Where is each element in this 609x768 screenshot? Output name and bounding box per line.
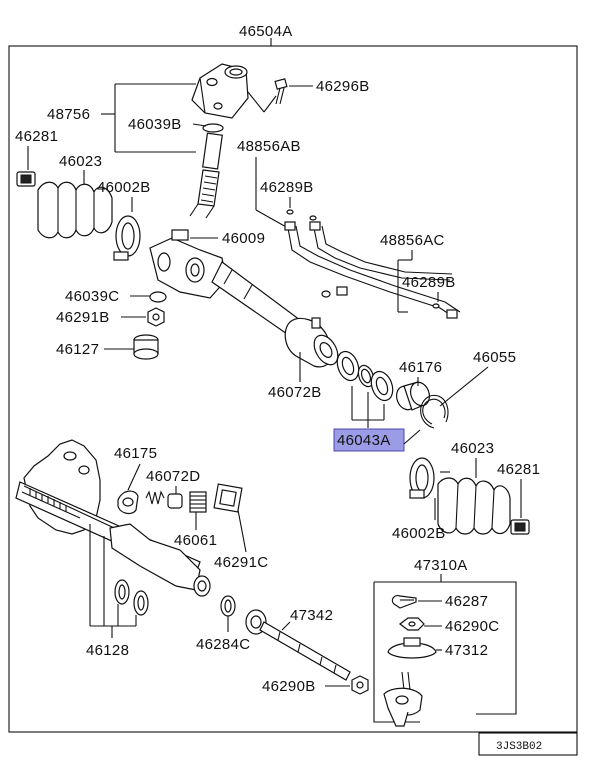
rack-assembly xyxy=(15,439,211,597)
rings-46128 xyxy=(114,579,149,616)
pinion-shaft xyxy=(189,123,224,219)
label-46281-right[interactable]: 46281 xyxy=(497,461,540,478)
plug-46127 xyxy=(133,334,159,360)
locknut-46061 xyxy=(189,491,207,513)
label-48856ac[interactable]: 48856AC xyxy=(380,232,445,249)
label-46289b-top[interactable]: 46289B xyxy=(260,179,314,196)
label-46289b-right[interactable]: 46289B xyxy=(402,274,456,291)
nut-46291b xyxy=(147,307,165,327)
band-46002b-left xyxy=(113,215,141,261)
highlight-46043a xyxy=(333,428,405,452)
cotter-pin-46287 xyxy=(391,595,417,609)
label-46296b[interactable]: 46296B xyxy=(316,78,370,95)
cylinder-end xyxy=(284,317,339,368)
label-48856ab[interactable]: 48856AB xyxy=(237,138,301,155)
clip-46281-right xyxy=(510,519,530,535)
label-47312[interactable]: 47312 xyxy=(445,642,488,659)
label-46055[interactable]: 46055 xyxy=(473,349,516,366)
label-46023-left[interactable]: 46023 xyxy=(59,153,102,170)
label-46127[interactable]: 46127 xyxy=(56,341,99,358)
castle-nut-46290c xyxy=(399,617,425,631)
label-46072d[interactable]: 46072D xyxy=(146,468,200,485)
label-46039b[interactable]: 46039B xyxy=(128,116,182,133)
drawing-code: 3JS3B02 xyxy=(496,741,542,753)
seal-group-46043a xyxy=(336,350,394,402)
gear-housing xyxy=(149,229,301,337)
label-46175[interactable]: 46175 xyxy=(114,445,157,462)
tie-rod-47342 xyxy=(245,609,351,681)
bolt-46296b xyxy=(274,78,288,105)
bushing-46176 xyxy=(395,381,431,411)
assembly-label[interactable]: 46504A xyxy=(239,23,293,40)
label-46284c[interactable]: 46284C xyxy=(196,636,250,653)
clip-46281-left xyxy=(16,171,36,187)
label-46043a[interactable]: 46043A xyxy=(337,432,391,449)
oil-line-48856ab xyxy=(284,209,461,319)
label-46002b-left[interactable]: 46002B xyxy=(97,179,151,196)
label-46290b[interactable]: 46290B xyxy=(262,678,316,695)
pinion-housing xyxy=(191,63,249,119)
ring-46284c xyxy=(220,595,236,617)
dust-cover-47312 xyxy=(387,637,437,659)
boot-right xyxy=(437,477,511,535)
seal-46039c xyxy=(149,291,167,303)
cap-46291c xyxy=(213,483,243,513)
label-46039c[interactable]: 46039C xyxy=(65,288,119,305)
label-46290c[interactable]: 46290C xyxy=(445,618,499,635)
spring-46072d xyxy=(145,490,183,509)
snap-ring-46055 xyxy=(420,394,449,429)
diagram-frame xyxy=(8,45,578,733)
label-46009[interactable]: 46009 xyxy=(222,230,265,247)
label-46128[interactable]: 46128 xyxy=(86,642,129,659)
label-46287[interactable]: 46287 xyxy=(445,593,488,610)
label-46061[interactable]: 46061 xyxy=(174,532,217,549)
label-46291c[interactable]: 46291C xyxy=(214,554,268,571)
nut-46290b xyxy=(351,675,369,695)
label-46281-left[interactable]: 46281 xyxy=(15,128,58,145)
label-46023-right[interactable]: 46023 xyxy=(451,440,494,457)
label-46072b[interactable]: 46072B xyxy=(268,384,322,401)
label-47310a[interactable]: 47310A xyxy=(414,557,468,574)
band-46002b-right xyxy=(409,457,435,499)
label-47342[interactable]: 47342 xyxy=(290,607,333,624)
label-46291b[interactable]: 46291B xyxy=(56,309,110,326)
boot-left xyxy=(37,181,113,239)
drawing-code-box xyxy=(478,732,578,756)
tie-rod-end xyxy=(383,671,423,727)
yoke-46175 xyxy=(117,490,139,515)
label-48756[interactable]: 48756 xyxy=(47,106,90,123)
label-46176[interactable]: 46176 xyxy=(399,359,442,376)
label-46002b-right[interactable]: 46002B xyxy=(392,525,446,542)
